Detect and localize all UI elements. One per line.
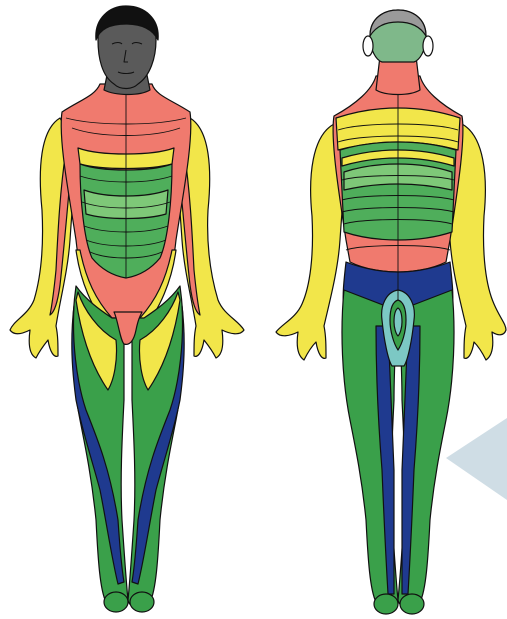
back-left-ear: [363, 36, 373, 56]
back-left-foot: [374, 594, 398, 614]
front-right-foot: [130, 592, 154, 612]
back-view: [276, 10, 506, 614]
back-right-foot: [400, 594, 424, 614]
back-right-ear: [423, 36, 433, 56]
back-sacral-core: [394, 308, 402, 336]
front-view: [10, 6, 244, 612]
callout-pointer: [446, 418, 507, 500]
front-left-foot: [104, 592, 128, 612]
